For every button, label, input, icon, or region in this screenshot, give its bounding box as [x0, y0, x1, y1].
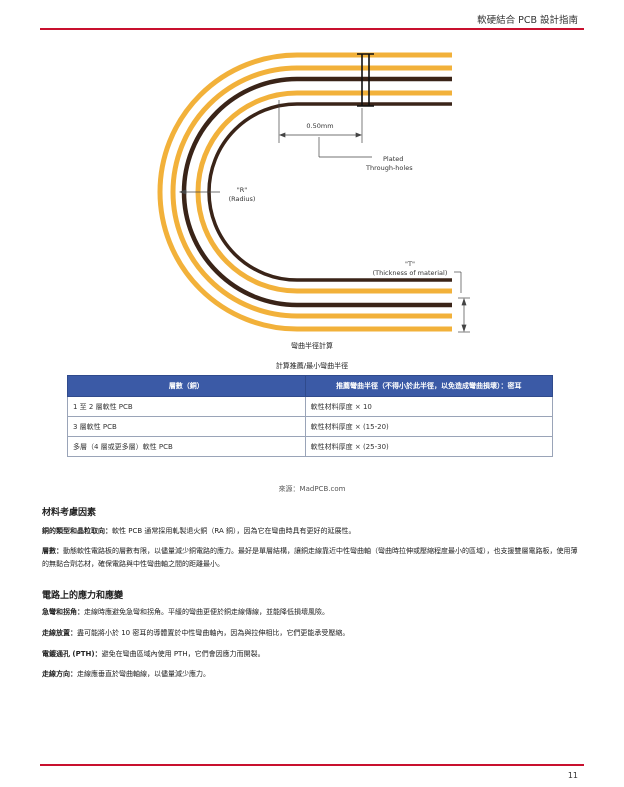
- flex-layer-mid: [170, 65, 452, 319]
- paragraph-layer-count: 層數：動態軟性電路板的層數有限，以儘量減少銅電路的應力。最好是單層結構，讓銅走線…: [42, 545, 582, 571]
- table-cell: 多層（4 層或更多層）軟性 PCB: [67, 436, 306, 457]
- table-cell: 1 至 2 層軟性 PCB: [67, 396, 306, 417]
- paragraph-trace-placement: 走線放置：盡可能將小於 10 密耳的導體置於中性彎曲軸內，因為與拉伸相比，它們更…: [42, 627, 582, 640]
- table-row: 1 至 2 層軟性 PCB 軟性材料厚度 × 10: [67, 396, 554, 417]
- table-row: 多層（4 層或更多層）軟性 PCB 軟性材料厚度 × (25-30): [67, 436, 554, 457]
- dimension-marker: [278, 100, 363, 143]
- paragraph-lead: 電鍍通孔 (PTH)：: [42, 650, 102, 658]
- paragraph-sharp-bends: 急彎和拐角：走線時應避免急彎和拐角。平緩的彎曲更便於銅走線傳線，並能降低損壞風險…: [42, 606, 582, 619]
- plated-through-holes: [357, 53, 374, 107]
- header-layers: 層數（銅）: [67, 375, 306, 397]
- paragraph-text: 動態軟性電路板的層數有限，以儘量減少銅電路的應力。最好是單層結構，讓銅走線靠近中…: [42, 547, 578, 568]
- table-header-row: 層數（銅） 推薦彎曲半徑（不得小於此半徑，以免造成彎曲損壞）：密耳: [67, 375, 554, 397]
- plated-label-line2: Through-holes: [365, 164, 413, 172]
- table-cell: 軟性材料厚度 × (25-30): [304, 436, 554, 457]
- paragraph-text: 走線時應避免急彎和拐角。平緩的彎曲更便於銅走線傳線，並能降低損壞風險。: [84, 608, 329, 616]
- header-divider: [40, 28, 584, 30]
- header-radius: 推薦彎曲半徑（不得小於此半徑，以免造成彎曲損壞）：密耳: [304, 375, 554, 397]
- paragraph-copper-type: 銅的類型和晶粒取向：軟性 PCB 通常採用軋製退火銅（RA 銅），因為它在彎曲時…: [42, 525, 582, 538]
- paragraph-text: 走線應垂直於彎曲軸線，以儘量減少應力。: [77, 670, 210, 678]
- radius-label-line2: (Radius): [229, 195, 256, 203]
- paragraph-text: 避免在彎曲區域內使用 PTH，它們會因應力而開裂。: [101, 650, 265, 658]
- section-heading-materials: 材料考慮因素: [42, 508, 97, 518]
- table-cell: 3 層軟性 PCB: [67, 416, 306, 437]
- paragraph-text: 軟性 PCB 通常採用軋製退火銅（RA 銅），因為它在彎曲時具有更好的延展性。: [112, 527, 356, 535]
- bend-radius-table: 層數（銅） 推薦彎曲半徑（不得小於此半徑，以免造成彎曲損壞）：密耳 1 至 2 …: [67, 375, 554, 457]
- paragraph-lead: 層數：: [42, 547, 63, 555]
- radius-label-line1: "R": [237, 186, 248, 194]
- paragraph-pth: 電鍍通孔 (PTH)：避免在彎曲區域內使用 PTH，它們會因應力而開裂。: [42, 648, 582, 661]
- paragraph-lead: 急彎和拐角：: [42, 608, 84, 616]
- plated-label-line1: Plated: [383, 155, 403, 163]
- paragraph-lead: 走線放置：: [42, 629, 77, 637]
- table-row: 3 層軟性 PCB 軟性材料厚度 × (15-20): [67, 416, 554, 437]
- table-cell: 軟性材料厚度 × (15-20): [304, 416, 554, 437]
- dimension-label: 0.50mm: [306, 122, 333, 130]
- paragraph-trace-direction: 走線方向：走線應垂直於彎曲軸線，以儘量減少應力。: [42, 668, 582, 681]
- paragraph-lead: 銅的類型和晶粒取向：: [42, 527, 112, 535]
- document-header-title: 軟硬結合 PCB 設計指南: [477, 15, 578, 26]
- table-source: 來源：MadPCB.com: [278, 485, 346, 493]
- flex-layer-outer: [157, 52, 452, 332]
- paragraph-text: 盡可能將小於 10 密耳的導體置於中性彎曲軸內，因為與拉伸相比，它們更能承受壓縮…: [77, 629, 350, 637]
- page-number: 11: [567, 771, 578, 780]
- bend-radius-figure: 0.50mm Plated Through-holes "R" (Radius)…: [157, 52, 470, 333]
- footer-divider: [40, 764, 584, 766]
- table-cell: 軟性材料厚度 × 10: [304, 396, 554, 417]
- thickness-label-line1: "T": [405, 260, 415, 268]
- section-heading-stress: 電路上的應力和應變: [42, 591, 124, 601]
- figure-caption: 彎曲半徑計算: [291, 342, 333, 350]
- table-title: 計算推薦/最小彎曲半徑: [275, 362, 349, 370]
- thickness-label-line2: (Thickness of material): [373, 269, 448, 277]
- paragraph-lead: 走線方向：: [42, 670, 77, 678]
